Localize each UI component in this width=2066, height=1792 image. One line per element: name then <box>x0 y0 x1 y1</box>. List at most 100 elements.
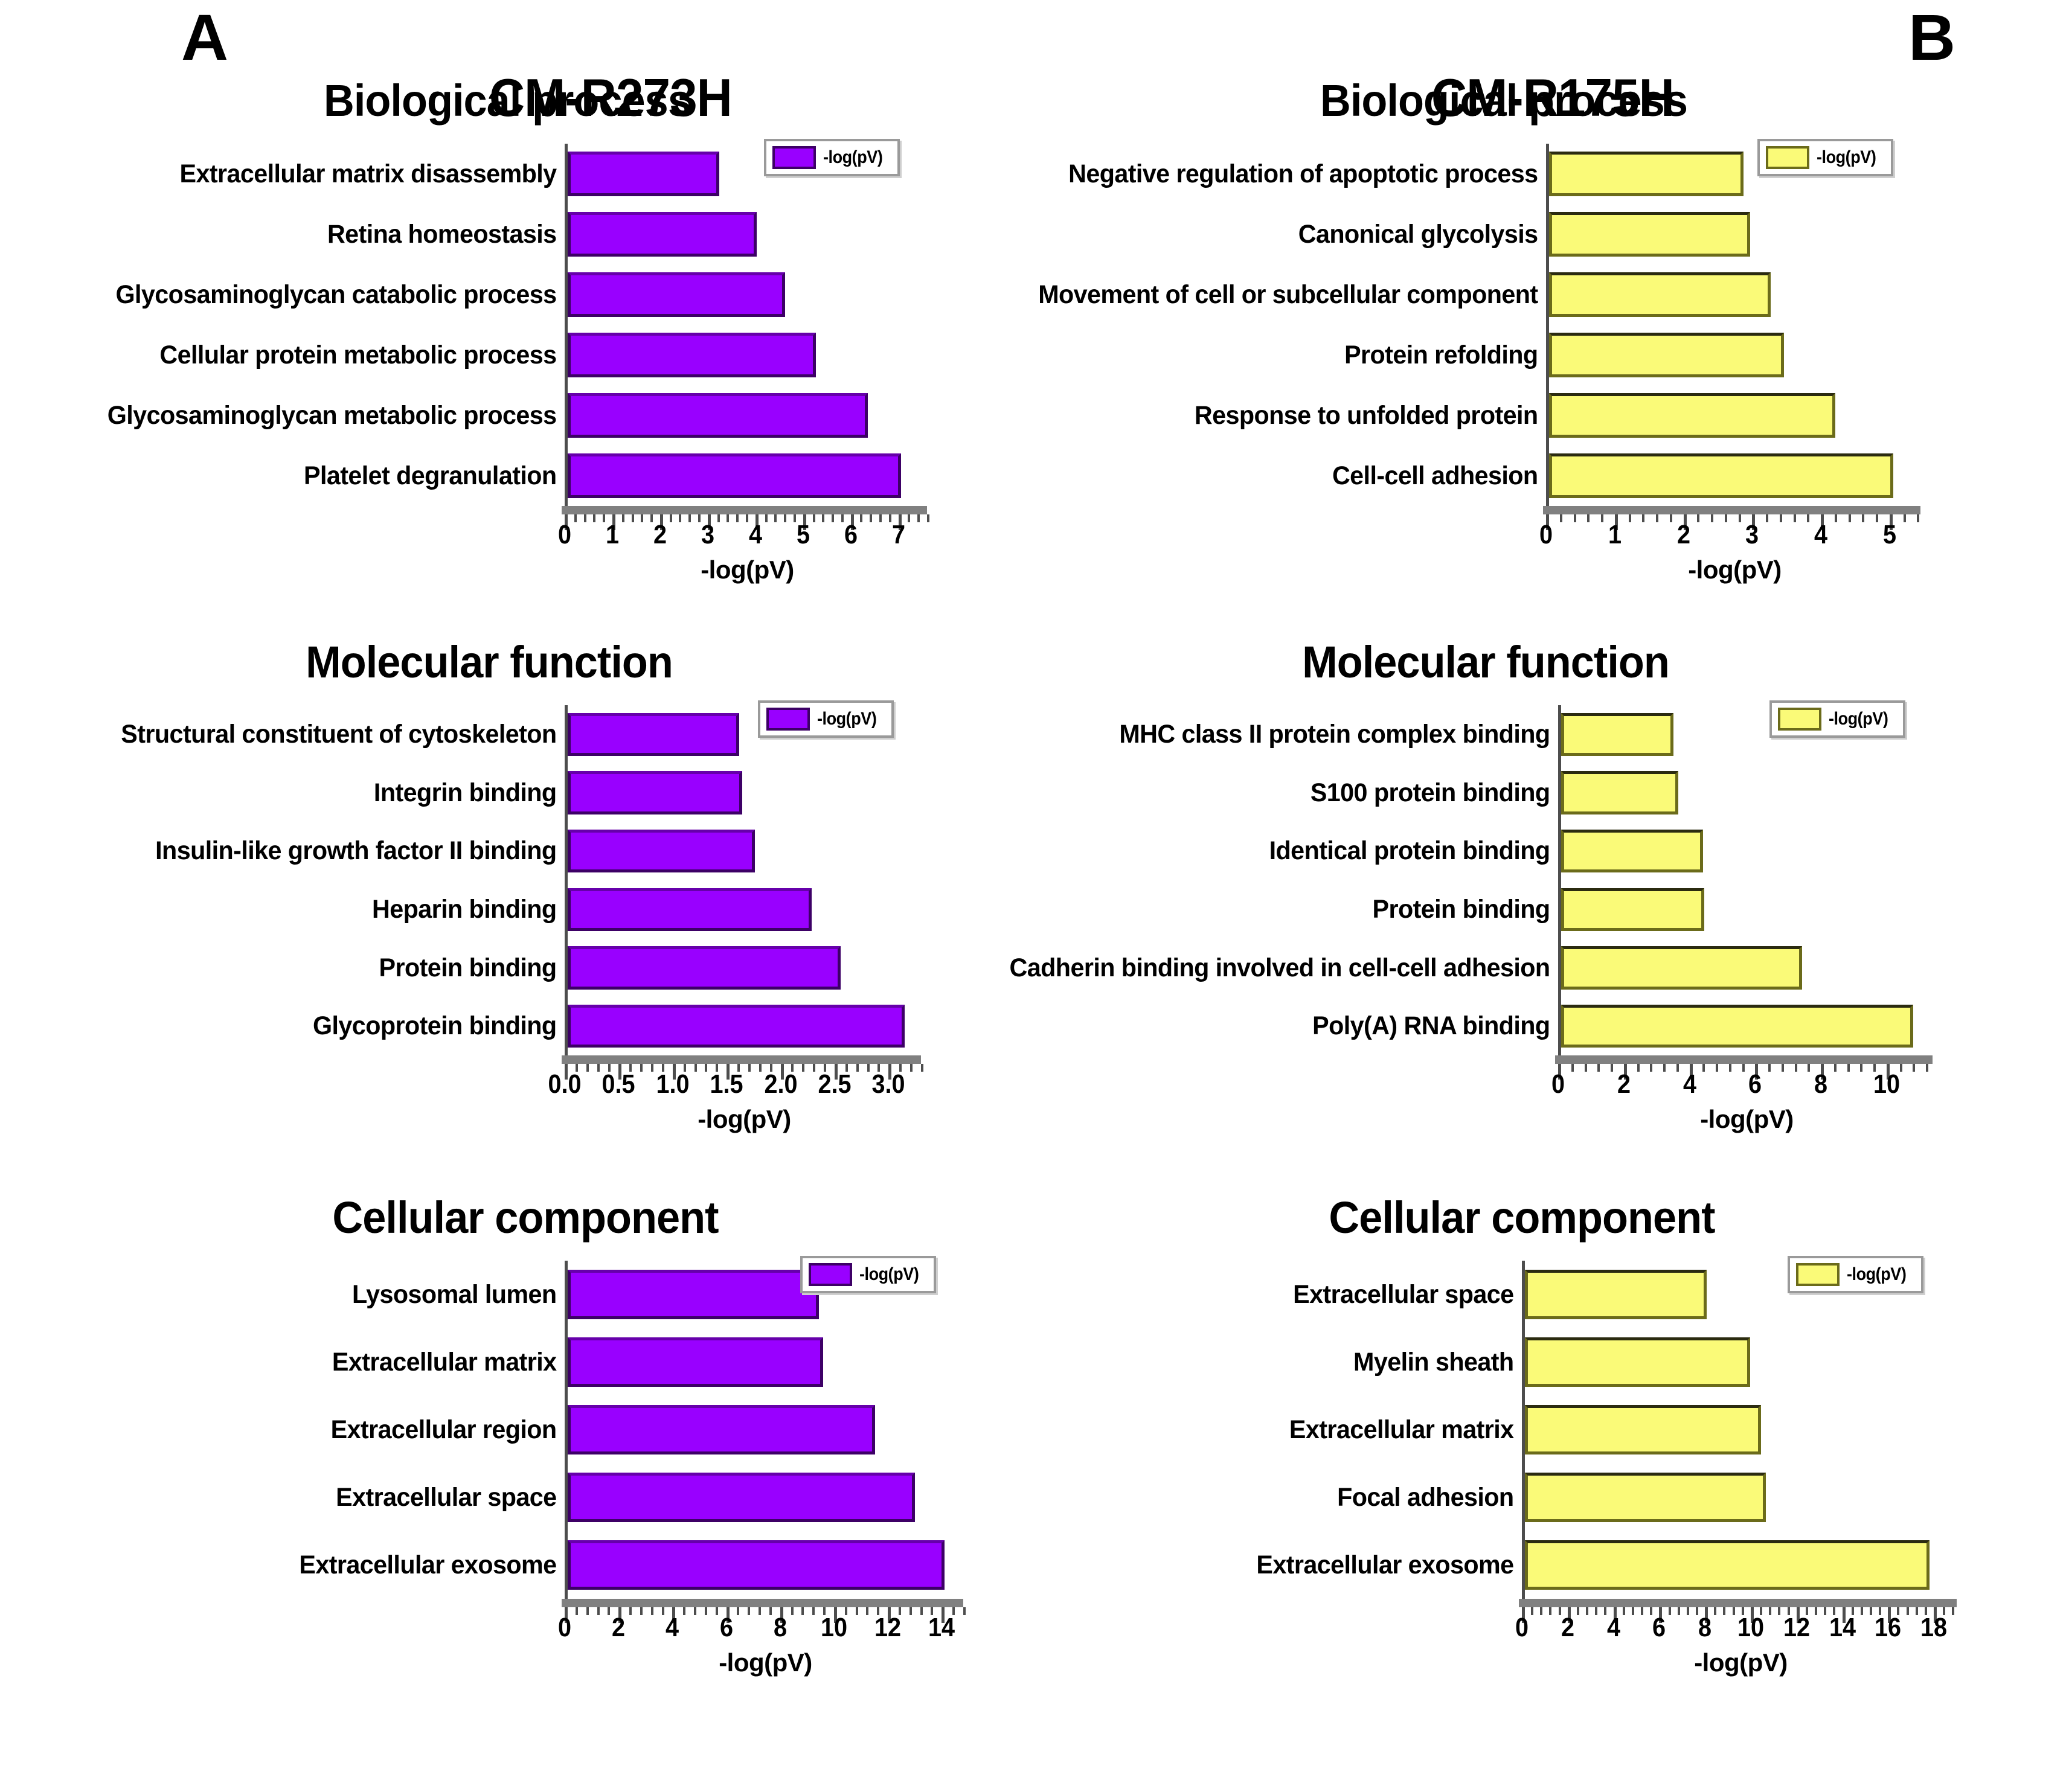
x-axis-line <box>562 1055 923 1080</box>
x-tick-minor <box>717 514 720 522</box>
bar <box>568 946 841 990</box>
x-tick-label: 2.5 <box>818 1069 852 1099</box>
x-tick-major <box>1796 1607 1800 1623</box>
chart-legend[interactable]: -log(pV) <box>764 139 900 176</box>
x-tick-major <box>850 514 854 530</box>
x-tick-label: 1.5 <box>710 1069 743 1099</box>
x-tick-major <box>888 1607 891 1623</box>
x-tick-label: 0 <box>557 520 572 549</box>
x-tick-minor <box>1716 1064 1719 1072</box>
x-tick-label: 2 <box>653 520 667 549</box>
x-tick-minor <box>867 1064 870 1072</box>
bar <box>1525 1540 1930 1590</box>
x-axis-title: -log(pV) <box>1694 1648 1788 1677</box>
x-tick-label: 0 <box>1515 1613 1529 1642</box>
x-tick-label: 6 <box>1748 1069 1762 1099</box>
bar <box>568 888 812 932</box>
x-tick-minor <box>737 1064 740 1072</box>
x-tick-minor <box>715 1607 718 1615</box>
x-tick-minor <box>608 1064 611 1072</box>
x-tick-minor <box>1807 514 1810 522</box>
x-tick-major <box>1567 1607 1571 1623</box>
plot-area <box>1546 144 1920 506</box>
x-tick-label: 2 <box>1617 1069 1631 1099</box>
category-label: Extracellular space <box>1293 1279 1514 1309</box>
chart-legend[interactable]: -log(pV) <box>1769 700 1906 738</box>
x-tick-minor <box>1778 1607 1781 1615</box>
x-tick-minor <box>1760 1607 1763 1615</box>
x-tick-label: 0 <box>1551 1069 1565 1099</box>
x-tick-major <box>707 514 711 530</box>
x-tick-major <box>565 514 568 530</box>
x-tick-minor <box>860 514 863 522</box>
bar-slot <box>1549 144 1920 204</box>
x-tick-minor <box>888 514 891 522</box>
x-tick-minor <box>844 1607 847 1615</box>
x-tick-minor <box>931 1607 934 1615</box>
bar-slot <box>1561 939 1933 997</box>
x-tick-minor <box>841 514 844 522</box>
category-label: Glycoprotein binding <box>313 1011 557 1041</box>
x-tick-minor <box>603 514 606 522</box>
x-tick-minor <box>1943 1607 1946 1615</box>
x-tick-minor <box>1686 1607 1689 1615</box>
x-tick-minor <box>1738 514 1741 522</box>
x-tick-major <box>1752 514 1756 530</box>
category-label: Glycosaminoglycan catabolic process <box>115 280 557 309</box>
chart-legend[interactable]: -log(pV) <box>1788 1256 1924 1293</box>
x-tick-minor <box>1669 514 1672 522</box>
x-tick-minor <box>683 1607 686 1615</box>
x-tick-minor <box>1697 514 1700 522</box>
x-tick-minor <box>759 1064 762 1072</box>
x-tick-label: 10 <box>820 1613 847 1642</box>
bar-slot <box>1525 1328 1957 1396</box>
bar <box>1525 1472 1766 1523</box>
bar-slot <box>568 325 927 385</box>
x-tick-minor <box>1558 1607 1561 1615</box>
x-tick-minor <box>629 1064 632 1072</box>
x-tick-minor <box>1808 1064 1811 1072</box>
x-axis-line <box>1555 1055 1933 1080</box>
chart-legend[interactable]: -log(pV) <box>800 1256 937 1293</box>
x-tick-major <box>1546 514 1549 530</box>
x-tick-minor <box>748 1064 751 1072</box>
x-tick-major <box>1755 1064 1759 1080</box>
x-tick-minor <box>1860 1607 1863 1615</box>
x-tick-minor <box>1833 1607 1836 1615</box>
plot-area <box>565 705 921 1055</box>
x-tick-minor <box>575 1064 578 1072</box>
x-tick-minor <box>1851 1607 1854 1615</box>
chart-legend[interactable]: -log(pV) <box>758 700 894 738</box>
x-tick-minor <box>1924 1607 1927 1615</box>
bar <box>568 771 742 814</box>
x-tick-major <box>1889 514 1893 530</box>
category-label: Myelin sheath <box>1353 1347 1514 1377</box>
x-tick-minor <box>1860 1064 1863 1072</box>
bar <box>1549 453 1893 498</box>
category-label: Extracellular exosome <box>299 1550 557 1579</box>
bar-slot <box>1549 385 1920 446</box>
x-tick-minor <box>705 1064 708 1072</box>
x-tick-label: 0.0 <box>548 1069 582 1099</box>
chart-legend[interactable]: -log(pV) <box>1757 139 1894 176</box>
x-tick-label: 8 <box>1814 1069 1828 1099</box>
x-tick-label: 4 <box>1814 520 1828 549</box>
x-tick-minor <box>688 514 691 522</box>
x-tick-minor <box>1899 1064 1902 1072</box>
x-tick-minor <box>1668 1607 1671 1615</box>
x-tick-minor <box>1833 1064 1837 1072</box>
x-tick-minor <box>593 514 596 522</box>
x-tick-minor <box>1641 1607 1644 1615</box>
bar <box>1561 1004 1913 1048</box>
x-tick-major <box>942 1607 945 1623</box>
x-tick-label: 3.0 <box>871 1069 905 1099</box>
legend-label: -log(pV) <box>1847 1264 1907 1284</box>
x-tick-minor <box>737 1607 740 1615</box>
bar-slot <box>1525 1531 1957 1599</box>
bar-slot <box>568 1531 963 1599</box>
category-label: MHC class II protein complex binding <box>1119 719 1550 749</box>
bar-slot <box>568 1328 963 1396</box>
x-tick-minor <box>1769 1607 1772 1615</box>
